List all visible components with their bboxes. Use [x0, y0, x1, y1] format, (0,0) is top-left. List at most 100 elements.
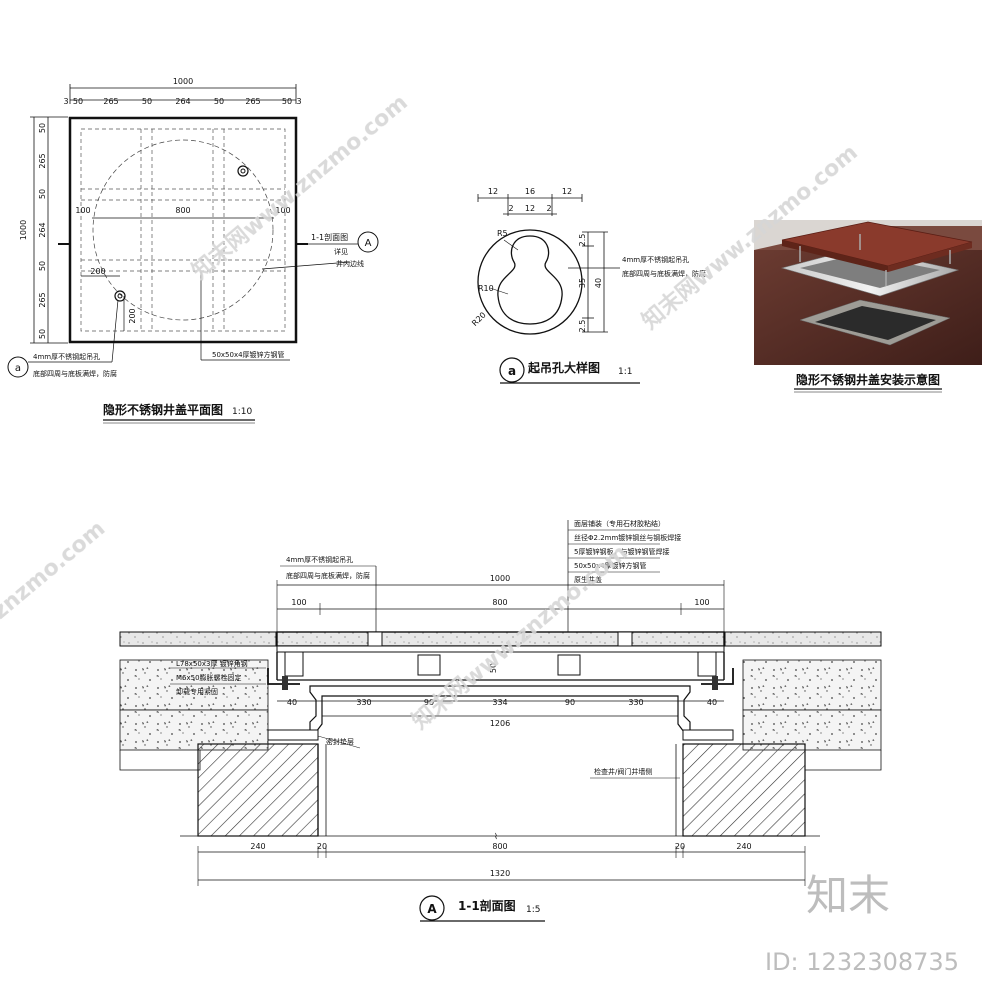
- detail-radius-r10: R10: [478, 284, 494, 293]
- section-dim-mid-5: 330: [628, 698, 643, 707]
- section-scale: 1:5: [526, 905, 540, 915]
- detail-dim-top-2: 12: [562, 187, 572, 196]
- plan-dim-left-2: 50: [38, 189, 47, 199]
- section-note-angle: L78x50x3厚 镀锌角钢: [176, 659, 248, 668]
- plan-dim-top-total: 1000: [173, 77, 193, 86]
- plan-hole-note-1: 4mm厚不锈钢起吊孔: [33, 352, 100, 361]
- plan-section-sub: 详见: [334, 247, 348, 256]
- detail-dim-right-1: 35: [578, 278, 587, 288]
- section-dim-mid-0: 40: [287, 698, 297, 707]
- section-dim-bottom-1: 20: [317, 842, 327, 851]
- plan-dim-left-0: 50: [38, 123, 47, 133]
- detail-keyhole-slot: [497, 235, 563, 325]
- section-dim-mid-4: 90: [565, 698, 575, 707]
- section-dim-1206: 1206: [490, 719, 510, 728]
- plan-dim-800: 800: [175, 206, 190, 215]
- plan-dim-left-4: 50: [38, 261, 47, 271]
- plan-dim-left-3: 264: [38, 222, 47, 237]
- well-opening-circle: [92, 139, 274, 321]
- section-dim-top-1: 800: [492, 598, 507, 607]
- well-wall-left: [197, 743, 319, 837]
- watermark-logo: 知末: [806, 871, 890, 920]
- installation-illustration: 隐形不锈钢井盖安装示意图: [754, 220, 982, 393]
- plan-dim-top-7: 50: [282, 97, 292, 106]
- watermark-id: ID: 1232308735: [765, 948, 959, 976]
- section-note-bolt: M6x50膨胀螺栓固定: [176, 673, 242, 682]
- plan-dim-top-2: 265: [103, 97, 118, 106]
- plan-dim-left-total: 1000: [19, 220, 28, 240]
- detail-scale: 1:1: [618, 367, 632, 377]
- plan-dim-top-0: 3: [63, 97, 68, 106]
- break-mark: ⌇: [494, 832, 498, 841]
- detail-dim-40: 40: [594, 278, 603, 288]
- section-dim-bottom-2: 800: [492, 842, 507, 851]
- section-title: 1-1剖面图: [458, 898, 516, 913]
- plan-dim-200-h: 200: [90, 267, 105, 276]
- detail-radius-r5: R5: [497, 229, 508, 238]
- plan-dim-100-right: 100: [275, 206, 290, 215]
- plan-section-label: 1-1剖面图: [311, 232, 348, 242]
- detail-dim-inner-1: 12: [525, 204, 535, 213]
- plan-dim-top-8: 3: [296, 97, 301, 106]
- section-dim-top-total: 1000: [490, 574, 510, 583]
- section-marker-circle: [419, 895, 445, 921]
- plan-title: 隐形不锈钢井盖平面图: [103, 402, 223, 417]
- section-note-bolt-2: 卸载专用紧固: [176, 687, 218, 696]
- plan-section-marker: A: [365, 238, 372, 249]
- section-note-top-0: 面层铺装（专用石材胶粘结）: [574, 519, 665, 528]
- detail-title: 起吊孔大样图: [527, 360, 600, 375]
- lift-hole-icon: [114, 290, 126, 302]
- detail-dim-inner-2: 2: [546, 204, 551, 213]
- section-dim-mid-6: 40: [707, 698, 717, 707]
- section-dim-bottom-4: 240: [736, 842, 751, 851]
- plan-dim-left-5: 265: [38, 292, 47, 307]
- plan-dim-top-5: 50: [214, 97, 224, 106]
- watermark-1: znzmo.com: [0, 516, 110, 624]
- section-dim-mid-3: 334: [492, 698, 507, 707]
- section-dim-top-2: 100: [694, 598, 709, 607]
- section-marker-a: [357, 231, 379, 253]
- detail-note-2: 底部四周与底板满焊，防腐: [622, 269, 706, 278]
- section-note-top-1: 丝径Φ2.2mm镀锌钢丝与钢板焊接: [574, 533, 681, 542]
- detail-marker-circle: [499, 357, 525, 383]
- plan-hole-note-2: 底部四周与底板满焊，防腐: [33, 369, 117, 378]
- plan-dim-left-1: 265: [38, 153, 47, 168]
- detail-dim-top-0: 12: [488, 187, 498, 196]
- original-well-cover: [309, 685, 691, 733]
- plan-view: 1000 3 50 265 50 264 50 265 50 3 1000 50…: [7, 77, 379, 424]
- section-dim-bottom-3: 20: [675, 842, 685, 851]
- plan-dim-left-6: 50: [38, 329, 47, 339]
- plan-dim-100-left: 100: [75, 206, 90, 215]
- section-note-well: 检查井/阀门井墙侧: [594, 767, 652, 776]
- section-dim-1320: 1320: [490, 869, 510, 878]
- well-wall-right: [682, 743, 806, 837]
- plan-dim-top-4: 264: [175, 97, 190, 106]
- plan-dim-top-3: 50: [142, 97, 152, 106]
- detail-dim-right-2: 2.5: [578, 320, 587, 333]
- plan-dim-top-6: 265: [245, 97, 260, 106]
- detail-dim-right-0: 2.5: [578, 234, 587, 247]
- hole-marker-a: [7, 356, 29, 378]
- section-note-seal: 密封垫层: [326, 737, 354, 746]
- section-view: 1000 100 800 100 面层铺装（专用石材胶粘结） 丝径Φ2.2mm镀…: [119, 519, 882, 922]
- plan-dim-200-v: 200: [128, 308, 137, 323]
- section-dim-bottom-0: 240: [250, 842, 265, 851]
- detail-marker: a: [508, 364, 516, 378]
- section-marker: A: [427, 902, 437, 916]
- lift-hole-detail: 12 16 12 2 12 2 R5 R10 R20 2.5 35 2.5 40…: [470, 187, 706, 384]
- section-note-lift-2: 底部四周与底板满焊，防腐: [286, 571, 370, 580]
- cover-outline: [68, 116, 298, 344]
- detail-dim-inner-0: 2: [508, 204, 513, 213]
- section-dim-mid-1: 330: [356, 698, 371, 707]
- photo-caption: 隐形不锈钢井盖安装示意图: [796, 372, 940, 387]
- plan-tube-note: 50x50x4厚镀锌方钢管: [212, 350, 285, 359]
- plan-hole-marker: a: [15, 363, 21, 374]
- detail-radius-r20: R20: [470, 310, 488, 328]
- plan-edge-note: 井内边线: [336, 259, 364, 268]
- detail-dim-top-1: 16: [525, 187, 535, 196]
- detail-note-1: 4mm厚不锈钢起吊孔: [622, 255, 689, 264]
- section-dim-top-0: 100: [291, 598, 306, 607]
- section-note-top-2: 5厚镀锌钢板，与镀锌钢管焊接: [574, 547, 669, 556]
- section-note-top-4: 原生井盖: [574, 575, 602, 584]
